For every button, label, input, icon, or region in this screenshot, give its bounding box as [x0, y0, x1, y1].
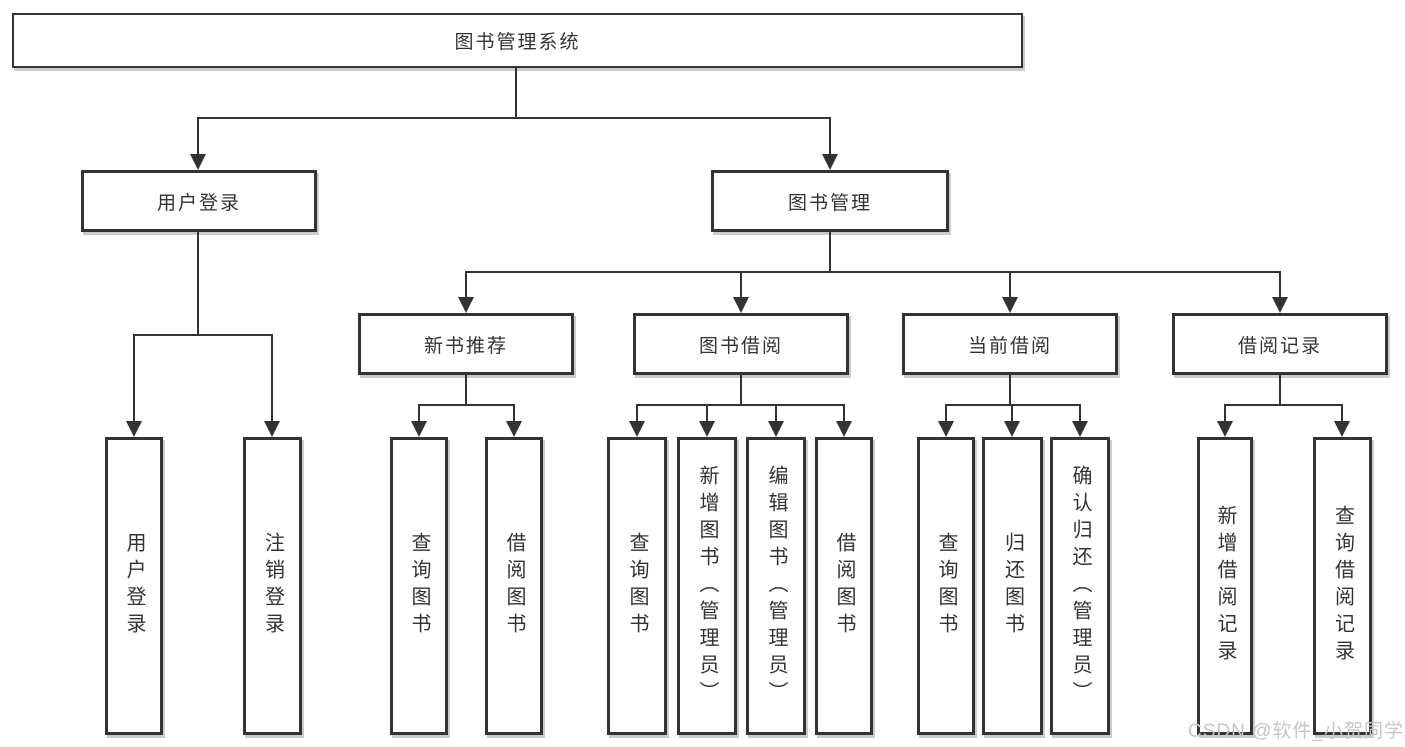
- connector-drop-leaf: [1079, 404, 1081, 422]
- arrowhead-icon: [1334, 421, 1350, 437]
- connector-drop-leaf: [775, 404, 777, 422]
- leaf-edit-books-admin: 编辑图书（管理员）: [746, 437, 806, 735]
- node-current-borrowing: 当前借阅: [902, 313, 1118, 375]
- connector-user-login-bar: [133, 334, 273, 336]
- arrowhead-icon: [836, 421, 852, 437]
- node-label: 用户登录: [156, 192, 241, 214]
- leaf-add-borrow-record: 新增借阅记录: [1197, 437, 1253, 735]
- connector-drop-level3: [1009, 271, 1011, 298]
- connector-drop-leaf: [513, 404, 515, 422]
- leaf-return-books: 归还图书: [982, 437, 1043, 735]
- connector-drop-leaf: [1224, 404, 1226, 422]
- connector-recommend-stem: [465, 375, 467, 405]
- leaf-query-borrow-record: 查询借阅记录: [1313, 437, 1372, 735]
- arrowhead-icon: [458, 297, 474, 313]
- node-label: 借阅记录: [1237, 335, 1322, 357]
- connector-drop-leaf: [1011, 404, 1013, 422]
- node-label: 图书借阅: [698, 335, 783, 357]
- leaf-query-books-recommend: 查询图书: [390, 437, 448, 735]
- connector-drop-level3: [740, 271, 742, 298]
- leaf-confirm-return-admin: 确认归还（管理员）: [1050, 437, 1110, 735]
- node-new-book-recommendation: 新书推荐: [358, 313, 574, 375]
- leaf-label: 新增借阅记录: [1214, 505, 1236, 667]
- leaf-user-login: 用户登录: [105, 437, 163, 735]
- node-user-login: 用户登录: [81, 170, 317, 232]
- connector-user-login-stem: [197, 232, 199, 335]
- leaf-label: 查询借阅记录: [1331, 505, 1354, 667]
- connector-level3-bar: [465, 271, 1281, 273]
- arrowhead-icon: [1272, 297, 1288, 313]
- connector-current-bar: [945, 404, 1081, 406]
- connector-drop-leaf: [706, 404, 708, 422]
- arrowhead-icon: [411, 421, 427, 437]
- node-label: 新书推荐: [423, 335, 508, 357]
- leaf-label: 新增图书（管理员）: [696, 464, 718, 708]
- arrowhead-icon: [768, 421, 784, 437]
- leaf-query-books-current: 查询图书: [917, 437, 975, 735]
- connector-drop-leaf: [1341, 404, 1343, 422]
- leaf-label: 编辑图书（管理员）: [765, 464, 787, 708]
- connector-drop-leaf: [133, 334, 135, 422]
- connector-book-management-stem: [829, 232, 831, 272]
- arrowhead-icon: [822, 154, 838, 170]
- leaf-label: 借阅图书: [503, 532, 525, 640]
- arrowhead-icon: [1002, 297, 1018, 313]
- connector-drop-leaf: [945, 404, 947, 422]
- connector-borrowing-bar: [636, 404, 845, 406]
- node-borrowing-records: 借阅记录: [1172, 313, 1388, 375]
- connector-records-stem: [1279, 375, 1281, 405]
- leaf-label: 归还图书: [1001, 532, 1024, 640]
- connector-borrowing-stem: [740, 375, 742, 405]
- leaf-label: 查询图书: [626, 532, 648, 640]
- node-label: 当前借阅: [967, 335, 1052, 357]
- arrowhead-icon: [1072, 421, 1088, 437]
- leaf-borrow-books-borrowing: 借阅图书: [815, 437, 873, 735]
- node-book-borrowing: 图书借阅: [633, 313, 849, 375]
- leaf-label: 查询图书: [935, 532, 957, 640]
- leaf-borrow-books-recommend: 借阅图书: [485, 437, 543, 735]
- leaf-logout: 注销登录: [243, 437, 302, 735]
- leaf-label: 注销登录: [261, 532, 284, 640]
- connector-drop-leaf: [271, 334, 273, 422]
- leaf-label: 用户登录: [123, 532, 145, 640]
- arrowhead-icon: [733, 297, 749, 313]
- arrowhead-icon: [699, 421, 715, 437]
- connector-drop-leaf: [843, 404, 845, 422]
- arrowhead-icon: [1217, 421, 1233, 437]
- leaf-label: 确认归还（管理员）: [1069, 464, 1091, 708]
- connector-drop-level3: [1279, 271, 1281, 298]
- leaf-add-books-admin: 新增图书（管理员）: [677, 437, 737, 735]
- arrowhead-icon: [938, 421, 954, 437]
- connector-root-stem: [515, 68, 517, 118]
- connector-drop-user-login: [197, 117, 199, 155]
- node-label: 图书管理: [787, 192, 872, 214]
- connector-recommend-bar: [418, 404, 515, 406]
- arrowhead-icon: [629, 421, 645, 437]
- arrowhead-icon: [1004, 421, 1020, 437]
- connector-records-bar: [1224, 404, 1343, 406]
- arrowhead-icon: [264, 421, 280, 437]
- connector-drop-leaf: [418, 404, 420, 422]
- leaf-label: 借阅图书: [833, 532, 855, 640]
- connector-drop-book-management: [829, 117, 831, 155]
- node-book-management: 图书管理: [711, 170, 949, 232]
- connector-drop-level3: [465, 271, 467, 298]
- arrowhead-icon: [126, 421, 142, 437]
- arrowhead-icon: [190, 154, 206, 170]
- node-label: 图书管理系统: [454, 32, 581, 53]
- csdn-watermark: CSDN @软件_小贺同学: [1188, 721, 1404, 742]
- connector-drop-leaf: [636, 404, 638, 422]
- arrowhead-icon: [506, 421, 522, 437]
- leaf-label: 查询图书: [408, 532, 430, 640]
- connector-root-bar: [197, 117, 831, 119]
- leaf-query-books-borrowing: 查询图书: [607, 437, 667, 735]
- connector-current-stem: [1009, 375, 1011, 405]
- node-library-management-system: 图书管理系统: [12, 13, 1023, 68]
